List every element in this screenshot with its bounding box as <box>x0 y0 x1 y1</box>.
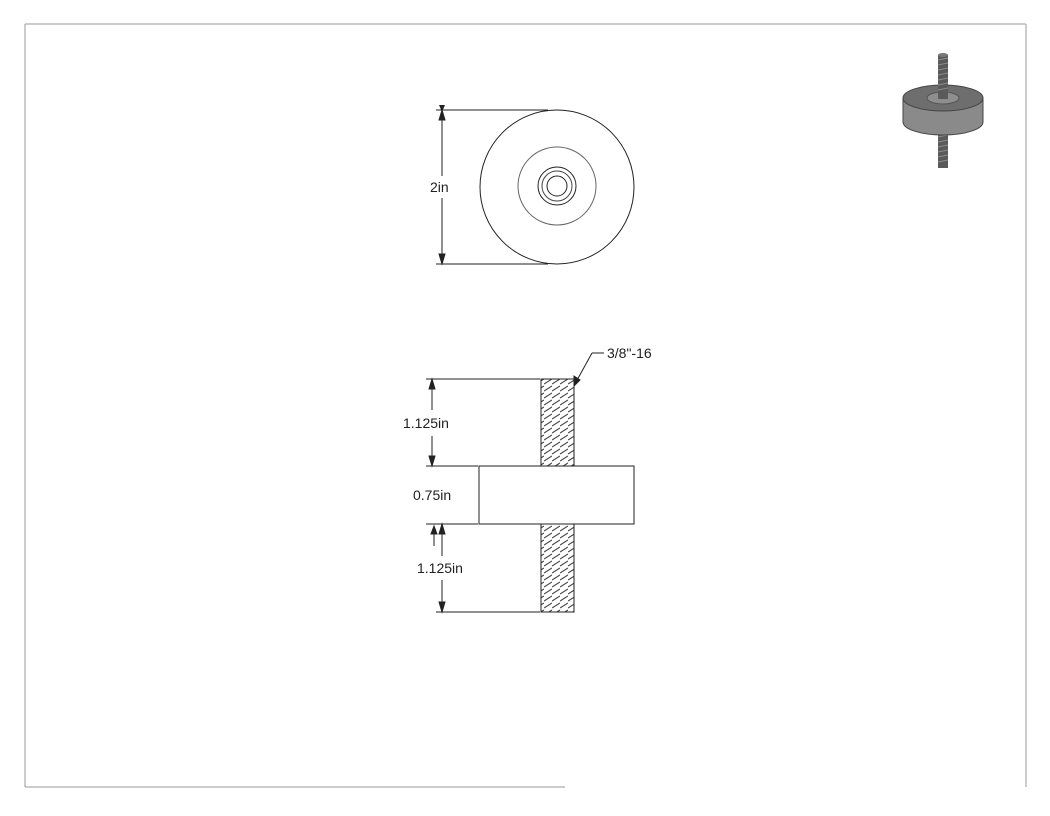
diameter-dimension <box>436 105 548 266</box>
iso-upper-stud <box>938 55 948 99</box>
stud-core-circle <box>546 175 568 197</box>
stud-inner-circle <box>541 170 573 202</box>
lower-stud <box>540 523 575 613</box>
upper-stud-length-label: 1.125in <box>403 415 449 431</box>
body-height-label: 0.75in <box>413 487 451 503</box>
sheet-border <box>24 23 1027 788</box>
upper-stud <box>540 378 575 467</box>
iso-lower-stud <box>938 126 948 168</box>
thread-callout-leader <box>573 352 604 388</box>
side-dimensions <box>426 377 540 614</box>
side-view <box>478 378 635 613</box>
top-view <box>479 109 635 265</box>
rubber-body <box>478 465 635 525</box>
isometric-view <box>902 53 984 168</box>
thread-callout-label: 3/8"-16 <box>607 345 652 361</box>
washer-circle <box>517 146 597 226</box>
stud-outer-circle <box>537 166 577 206</box>
outer-diameter-circle <box>479 109 635 265</box>
diameter-label: 2in <box>430 179 449 195</box>
lower-stud-length-label: 1.125in <box>417 560 463 576</box>
